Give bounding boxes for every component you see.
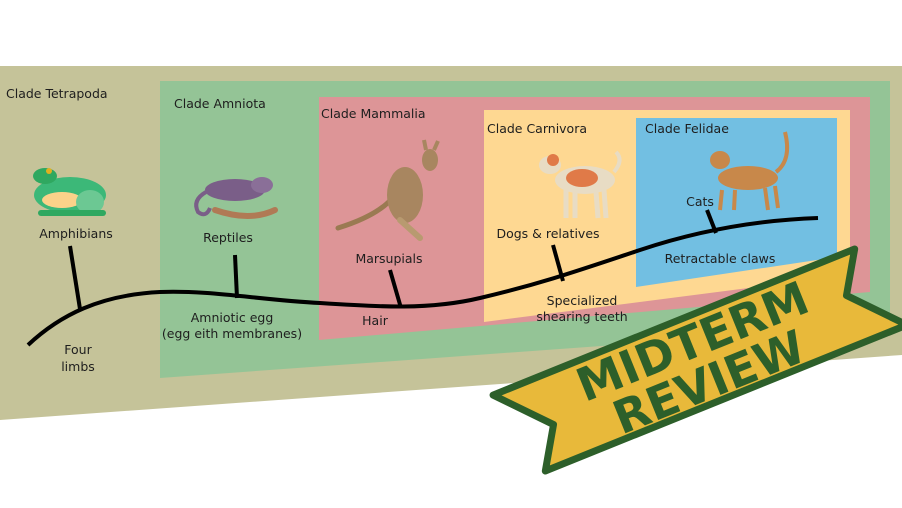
frog-icon [33,168,106,216]
trait-retractable-claws: Retractable claws [665,251,776,266]
cat-icon [710,131,790,211]
trait-amniotic-egg-2: (egg eith membranes) [162,326,302,341]
kangaroo-icon [335,139,440,241]
taxon-reptiles: Reptiles [203,230,253,245]
branch-ticks [68,209,718,310]
amphibians-branch [68,245,82,310]
trait-hair: Hair [362,313,389,328]
clade-mammalia-label: Clade Mammalia [321,106,426,121]
taxon-amphibians: Amphibians [39,226,113,241]
cats-branch [705,209,718,234]
chameleon-icon [194,177,278,219]
trait-four-limbs-1: Four [64,342,92,357]
trait-shearing-teeth-2: shearing teeth [536,309,627,324]
taxon-dogs: Dogs & relatives [496,226,599,241]
clade-felidae-label: Clade Felidae [645,121,729,136]
clade-carnivora-label: Clade Carnivora [487,121,587,136]
dog-icon [539,150,622,219]
clade-tetrapoda-label: Clade Tetrapoda [6,86,108,101]
clade-amniota-label: Clade Amniota [174,96,266,111]
marsupials-branch [388,269,403,309]
trait-amniotic-egg-1: Amniotic egg [191,310,274,325]
reptiles-branch [233,254,239,299]
dogs-branch [551,244,565,282]
evolution-line [26,216,819,347]
taxon-cats: Cats [686,194,714,209]
trait-shearing-teeth-1: Specialized [547,293,618,308]
trait-four-limbs-2: limbs [61,359,95,374]
taxon-marsupials: Marsupials [355,251,422,266]
